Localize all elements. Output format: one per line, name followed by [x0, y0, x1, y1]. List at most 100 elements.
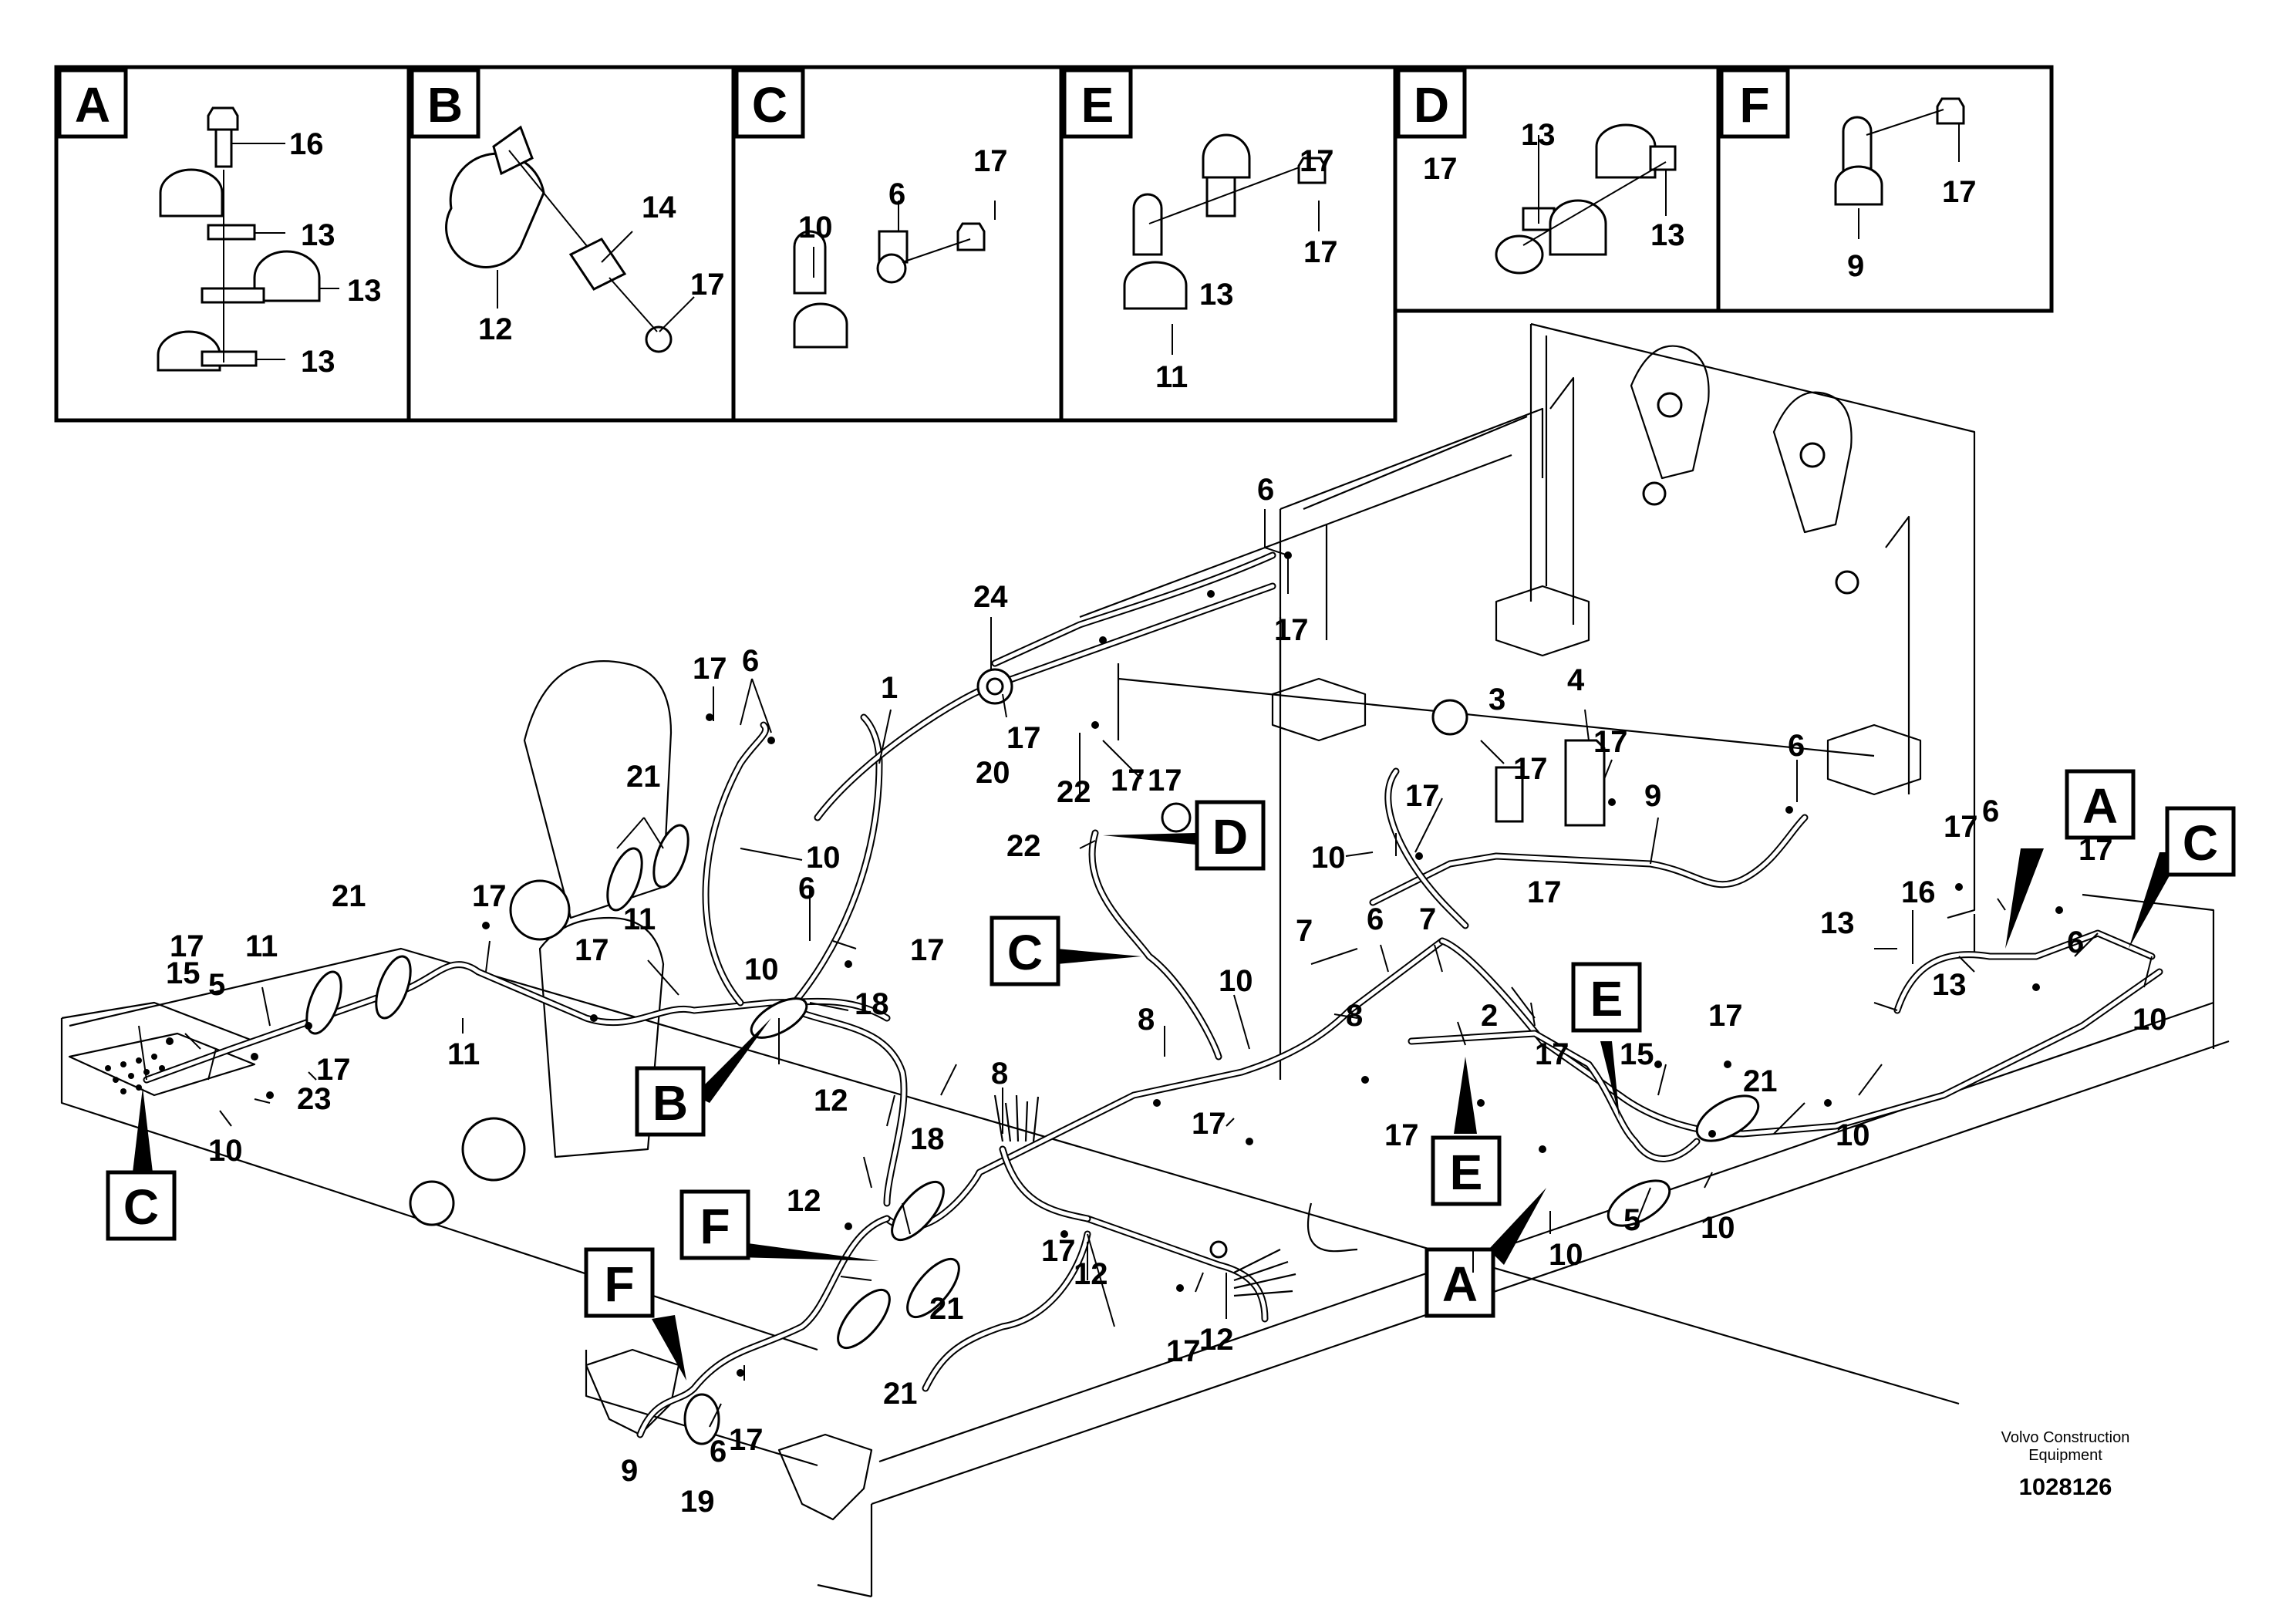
panel-F-letter: F: [1739, 77, 1769, 133]
callout: 9: [621, 1454, 638, 1488]
callout: 21: [883, 1377, 918, 1411]
wiring-harness: [143, 551, 2163, 1445]
callout: 17: [729, 1423, 764, 1457]
callout: 6: [1367, 902, 1384, 936]
panel-E-parts: [1123, 133, 1327, 355]
panel-B: B: [410, 68, 480, 139]
panel-B-callout-17: 17: [690, 268, 725, 302]
panel-E-callout-13: 13: [1199, 278, 1234, 312]
callout: 6: [2067, 926, 2084, 959]
callout: 6: [798, 872, 815, 905]
callout: 21: [1743, 1064, 1778, 1098]
callout: 1: [881, 671, 898, 705]
credit-line1: Volvo Construction: [2001, 1429, 2130, 1446]
flag-B: B: [652, 1075, 688, 1131]
panel-D-callout-13b: 13: [1650, 218, 1685, 252]
callout: 21: [626, 760, 661, 794]
drawing-number: 1028126: [2019, 1473, 2112, 1500]
credit-block: Volvo Construction Equipment 1028126: [2001, 1429, 2130, 1500]
callout: 2: [1481, 999, 1498, 1033]
panel-C-callout-10: 10: [798, 211, 833, 244]
panel-F: F: [1719, 68, 1790, 139]
panel-C-letter: C: [752, 77, 787, 133]
panel-D: D: [1396, 68, 1467, 139]
callout: 17: [1535, 1037, 1569, 1071]
panel-D-letter: D: [1414, 77, 1449, 133]
panel-E-letter: E: [1081, 77, 1114, 133]
panel-B-callout-12: 12: [478, 312, 513, 346]
callout: 21: [929, 1292, 964, 1326]
panel-A-callout-13c: 13: [301, 345, 335, 379]
callout: 17: [1192, 1107, 1226, 1141]
panel-D-parts: [1495, 123, 1677, 275]
machine-frame: [60, 322, 2230, 1598]
flag-E-upper: E: [1590, 971, 1623, 1027]
callout: 18: [855, 987, 889, 1021]
callout: 10: [1219, 964, 1253, 998]
callout: 8: [991, 1057, 1008, 1091]
callout: 10: [1549, 1238, 1583, 1272]
callout: 17: [575, 933, 609, 967]
callout: 19: [680, 1485, 715, 1519]
callout: 17: [1513, 752, 1548, 786]
flag-F-right: F: [700, 1199, 730, 1254]
callout: 17: [1593, 725, 1628, 759]
panel-E-callout-17a: 17: [1300, 144, 1334, 178]
flag-C-right: C: [2183, 815, 2218, 871]
callout: 10: [1836, 1118, 1870, 1152]
callout: 17: [910, 933, 945, 967]
callout: 17: [1006, 721, 1041, 755]
callout: 6: [1788, 729, 1805, 763]
callout: 17: [1166, 1334, 1201, 1368]
callout: 11: [245, 929, 278, 963]
callout: 6: [1982, 794, 1999, 828]
callout: 11: [447, 1037, 480, 1071]
callout: 7: [1296, 914, 1313, 948]
callout: 12: [1074, 1257, 1108, 1291]
callout: 17: [693, 652, 727, 686]
callout: 17: [1148, 764, 1182, 798]
callout: 10: [2132, 1003, 2167, 1037]
callout: 18: [910, 1122, 945, 1156]
callout: 17: [1405, 779, 1440, 813]
callout: 5: [1623, 1203, 1640, 1237]
flag-D: D: [1212, 809, 1248, 865]
panel-B-letter: B: [427, 77, 463, 133]
callout: 24: [973, 580, 1008, 614]
panel-A-callout-16: 16: [289, 127, 324, 161]
panel-B-callout-14: 14: [642, 191, 676, 224]
callout: 4: [1567, 663, 1585, 697]
leader-lines: [138, 509, 2153, 1428]
panel-A-callout-13b: 13: [347, 274, 382, 308]
callout: 8: [1346, 999, 1363, 1033]
callout: 21: [332, 879, 366, 913]
panel-C-parts: [793, 201, 996, 349]
callout: 7: [1419, 902, 1436, 936]
callout: 12: [787, 1184, 821, 1218]
panel-C: C: [734, 68, 805, 139]
callout: 17: [1944, 810, 1978, 844]
callout: 17: [1041, 1234, 1076, 1268]
credit-line2: Equipment: [2028, 1447, 2102, 1464]
callout: 17: [1384, 1118, 1419, 1152]
callout: 13: [1932, 968, 1967, 1002]
callout: 10: [1311, 841, 1346, 875]
panel-E-callout-11: 11: [1155, 360, 1188, 394]
callout: 9: [1644, 779, 1661, 813]
callout: 10: [744, 953, 779, 986]
callout: 15: [166, 956, 201, 990]
panel-C-callout-17: 17: [973, 144, 1008, 178]
callout: 11: [623, 902, 656, 936]
callout: 12: [814, 1084, 848, 1118]
callout: 17: [1527, 875, 1562, 909]
flag-A-lower: A: [1442, 1256, 1478, 1312]
callout: 17: [1274, 613, 1309, 647]
flag-F-left: F: [604, 1256, 634, 1312]
callout: 17: [1708, 999, 1743, 1033]
flag-A-right: A: [2082, 778, 2118, 834]
flag-C-left: C: [123, 1179, 159, 1235]
panel-A-parts: [157, 106, 339, 372]
panel-D-callout-13a: 13: [1521, 118, 1556, 152]
callout: 22: [1057, 775, 1091, 809]
